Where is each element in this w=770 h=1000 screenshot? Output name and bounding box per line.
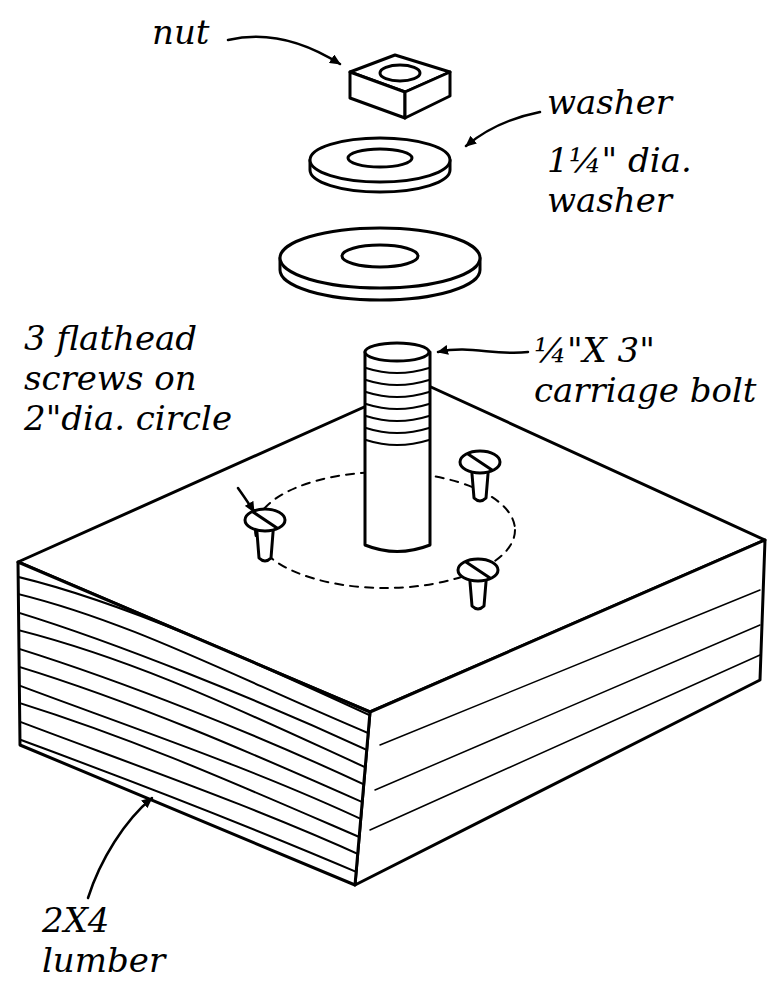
large-washer — [280, 228, 480, 300]
leader-arrows — [88, 37, 540, 898]
small-washer — [310, 138, 450, 192]
part-label: 1¼" dia. washer — [545, 140, 754, 220]
part-label: nut — [150, 12, 211, 52]
square-nut — [350, 55, 450, 118]
part-label: 2X4 lumber — [40, 900, 209, 980]
part-label: ¼"X 3" carriage bolt — [532, 330, 766, 410]
part-label: 3 flathead screws on 2"dia. circle — [22, 318, 251, 438]
part-label: washer — [545, 82, 674, 122]
carriage-bolt — [365, 343, 430, 552]
